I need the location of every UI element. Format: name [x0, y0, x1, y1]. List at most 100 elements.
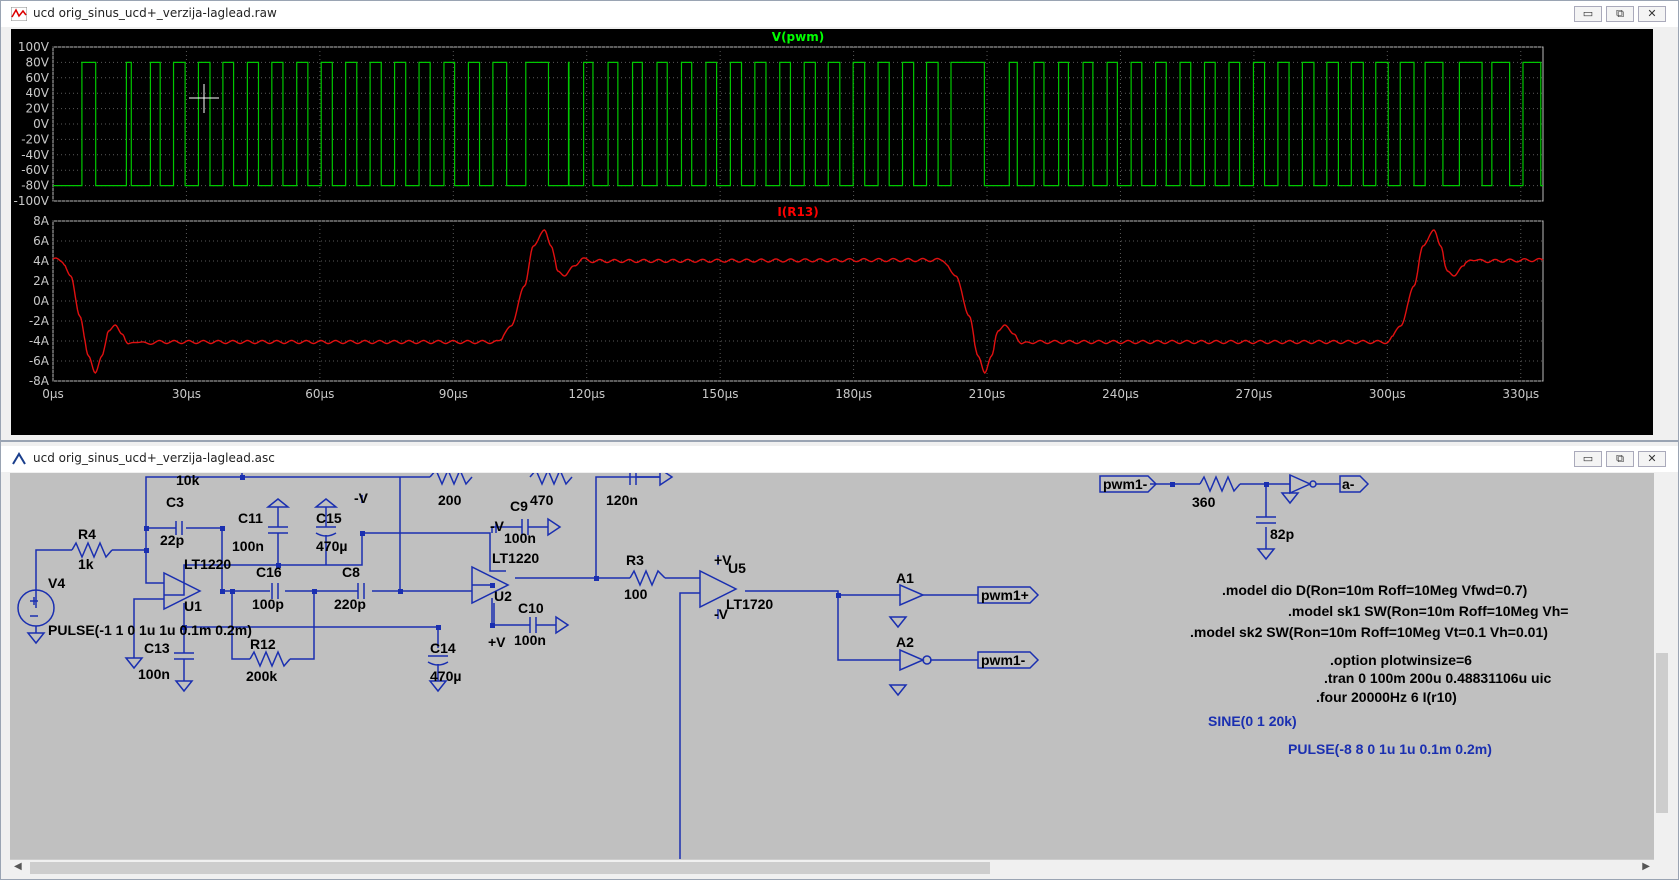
minimize-button[interactable]: ▭ [1574, 451, 1602, 467]
scroll-left-arrow[interactable]: ◀ [14, 861, 22, 872]
pulse-source-label[interactable]: PULSE(-8 8 0 1u 1u 0.1m 0.2m) [1288, 741, 1492, 757]
v4-polarity-marks [30, 597, 38, 617]
vertical-scrollbar[interactable] [1654, 473, 1670, 859]
opamp-u1 [163, 571, 202, 611]
v-minus-2: -V [714, 606, 729, 622]
c3-name: C3 [166, 494, 184, 510]
schematic-app-icon [12, 452, 26, 465]
restore-button[interactable]: ⧉ [1606, 451, 1634, 467]
a1-name: A1 [896, 570, 914, 586]
wire [231, 591, 250, 660]
u2-type: LT1220 [492, 550, 539, 566]
scroll-thumb[interactable] [30, 862, 990, 874]
c-82p: 82p [1270, 526, 1294, 542]
junction-dots [144, 475, 1269, 630]
y-tick-label: -2A [29, 314, 50, 328]
capacitor-c11 [268, 507, 288, 543]
c15-name: C15 [316, 510, 342, 526]
wire [145, 473, 243, 528]
aminus-flag[interactable]: a- [1342, 476, 1355, 492]
wire [745, 590, 900, 596]
wire [679, 592, 700, 859]
schematic-drawing[interactable]: R4 1k V4 PULSE(-1 1 0 1u 1u 0.1m 0.2m) C… [10, 473, 1654, 859]
junction [220, 589, 225, 594]
vpwm-trace [53, 61, 1543, 187]
y-tick-label: 60V [26, 71, 50, 85]
u1-name: U1 [184, 598, 202, 614]
r-360: 360 [1192, 494, 1216, 510]
c11-value: 100n [232, 538, 264, 554]
tran-directive[interactable]: .tran 0 100m 200u 0.48831106u uic [1324, 670, 1551, 686]
junction [398, 589, 403, 594]
c9-name: C9 [510, 498, 528, 514]
ground-symbol [659, 473, 674, 487]
ground-symbol [1280, 492, 1300, 505]
inverter-bubble [922, 655, 932, 665]
scroll-right-arrow[interactable]: ▶ [1642, 861, 1650, 872]
capacitor-c9 [521, 519, 548, 535]
r4-name: R4 [78, 526, 96, 542]
c11-name: C11 [238, 510, 263, 526]
resistor-r3 [629, 569, 666, 587]
option-directive[interactable]: .option plotwinsize=6 [1330, 652, 1472, 668]
v-minus-3: -V [354, 490, 369, 506]
c13-value: 100n [138, 666, 170, 682]
schematic-window-title: ucd orig_sinus_ucd+_verzija-laglead.asc [33, 451, 275, 465]
c16-value: 100p [252, 596, 284, 612]
junction [276, 563, 281, 568]
model-sk1-directive[interactable]: .model sk1 SW(Ron=10m Roff=10Meg Vh= [1288, 603, 1568, 619]
capacitor-c14 [427, 655, 449, 681]
close-button[interactable]: ✕ [1638, 6, 1666, 22]
pwm1minus-flag-top[interactable]: pwm1- [1103, 476, 1148, 492]
c10-name: C10 [518, 600, 544, 616]
r12-value: 200k [246, 668, 277, 684]
schematic-titlebar[interactable]: ucd orig_sinus_ucd+_verzija-laglead.asc … [1, 446, 1678, 472]
r-470: 470 [530, 492, 554, 508]
model-sk2-directive[interactable]: .model sk2 SW(Ron=10m Roff=10Meg Vt=0.1 … [1190, 624, 1548, 640]
scroll-thumb[interactable] [1656, 653, 1668, 813]
four-directive[interactable]: .four 20000Hz 6 I(r10) [1316, 689, 1457, 705]
waveform-app-icon [11, 7, 27, 21]
c14-value: 470µ [430, 668, 461, 684]
c8-value: 220p [334, 596, 366, 612]
u1-type: LT1220 [184, 556, 231, 572]
r4-value: 1k [78, 556, 94, 572]
waveform-window-title: ucd orig_sinus_ucd+_verzija-laglead.raw [33, 6, 277, 20]
pwm1plus-flag[interactable]: pwm1+ [981, 587, 1029, 603]
restore-button[interactable]: ⧉ [1606, 6, 1634, 22]
y-tick-label: -40V [21, 148, 50, 162]
sine-source-label[interactable]: SINE(0 1 20k) [1208, 713, 1297, 729]
junction [436, 625, 441, 630]
ground-symbol [265, 498, 291, 508]
inverter-bubble [1309, 480, 1317, 488]
trace-title: V(pwm) [772, 30, 824, 44]
x-tick-label: 0µs [42, 387, 64, 401]
junction [182, 625, 187, 630]
waveform-titlebar[interactable]: ucd orig_sinus_ucd+_verzija-laglead.raw … [1, 1, 1678, 27]
schematic-canvas[interactable]: R4 1k V4 PULSE(-1 1 0 1u 1u 0.1m 0.2m) C… [10, 473, 1654, 859]
resistor-200 [429, 473, 473, 486]
net-flag-shape [977, 651, 1040, 669]
y-tick-label: -6A [29, 354, 50, 368]
c3-value: 22p [160, 532, 184, 548]
r3-value: 100 [624, 586, 648, 602]
v4-value: PULSE(-1 1 0 1u 1u 0.1m 0.2m) [48, 622, 252, 638]
junction [230, 589, 235, 594]
close-button[interactable]: ✕ [1638, 451, 1666, 467]
c-120n: 120n [606, 492, 638, 508]
junction [1170, 482, 1175, 487]
model-dio-directive[interactable]: .model dio D(Ron=10m Roff=10Meg Vfwd=0.7… [1222, 582, 1527, 598]
x-tick-label: 300µs [1369, 387, 1406, 401]
x-tick-label: 30µs [172, 387, 201, 401]
u5-type: LT1720 [726, 596, 773, 612]
minimize-button[interactable]: ▭ [1574, 6, 1602, 22]
a2-name: A2 [896, 634, 914, 650]
y-tick-label: -20V [21, 132, 50, 146]
horizontal-scrollbar[interactable]: ◀ ▶ [10, 859, 1654, 877]
pwm1minus-flag[interactable]: pwm1- [981, 652, 1026, 668]
wire [837, 595, 900, 661]
buffer-a1 [899, 583, 925, 607]
v-plus-2: +V [714, 552, 732, 568]
plot-canvas[interactable]: 100V80V60V40V20V0V-20V-40V-60V-80V-100VV… [11, 29, 1653, 435]
